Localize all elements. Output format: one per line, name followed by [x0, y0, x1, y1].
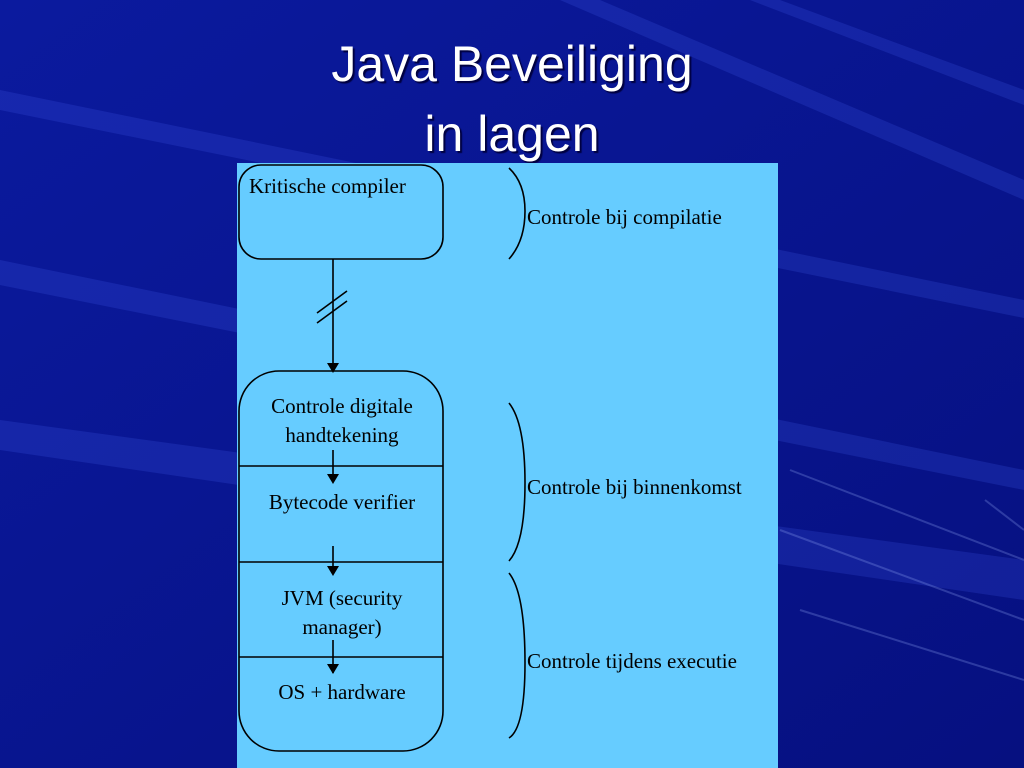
bracket-label-execution: Controle tijdens executie — [527, 649, 737, 673]
slide-title-line-1: Java Beveiliging — [331, 36, 693, 92]
slide-title-line-2: in lagen — [424, 106, 600, 162]
break-mark-1 — [316, 290, 348, 314]
signature-label-line-1: Controle digitale — [271, 394, 413, 418]
bracket-execution — [508, 572, 526, 739]
arrowhead-to-verifier — [327, 474, 339, 484]
security-layers-diagram: Kritische compiler Controle digitale han… — [237, 163, 778, 768]
arrowhead-to-jvm — [327, 566, 339, 576]
break-mark-2 — [316, 300, 348, 324]
arrowhead-to-os — [327, 664, 339, 674]
bracket-label-arrival: Controle bij binnenkomst — [527, 475, 742, 499]
os-label: OS + hardware — [278, 680, 406, 704]
bracket-arrival — [508, 402, 526, 562]
jvm-label-line-1: JVM (security — [281, 586, 403, 610]
arrowhead-to-signature — [327, 363, 339, 373]
bracket-label-compile: Controle bij compilatie — [527, 205, 722, 229]
compiler-label: Kritische compiler — [249, 174, 406, 198]
jvm-label-line-2: manager) — [302, 615, 382, 639]
signature-label-line-2: handtekening — [285, 423, 399, 447]
bracket-compile — [508, 167, 526, 260]
diagram-lines — [238, 164, 526, 752]
runtime-layers-box — [238, 370, 444, 752]
compiler-box — [238, 164, 444, 260]
verifier-label: Bytecode verifier — [268, 490, 416, 514]
